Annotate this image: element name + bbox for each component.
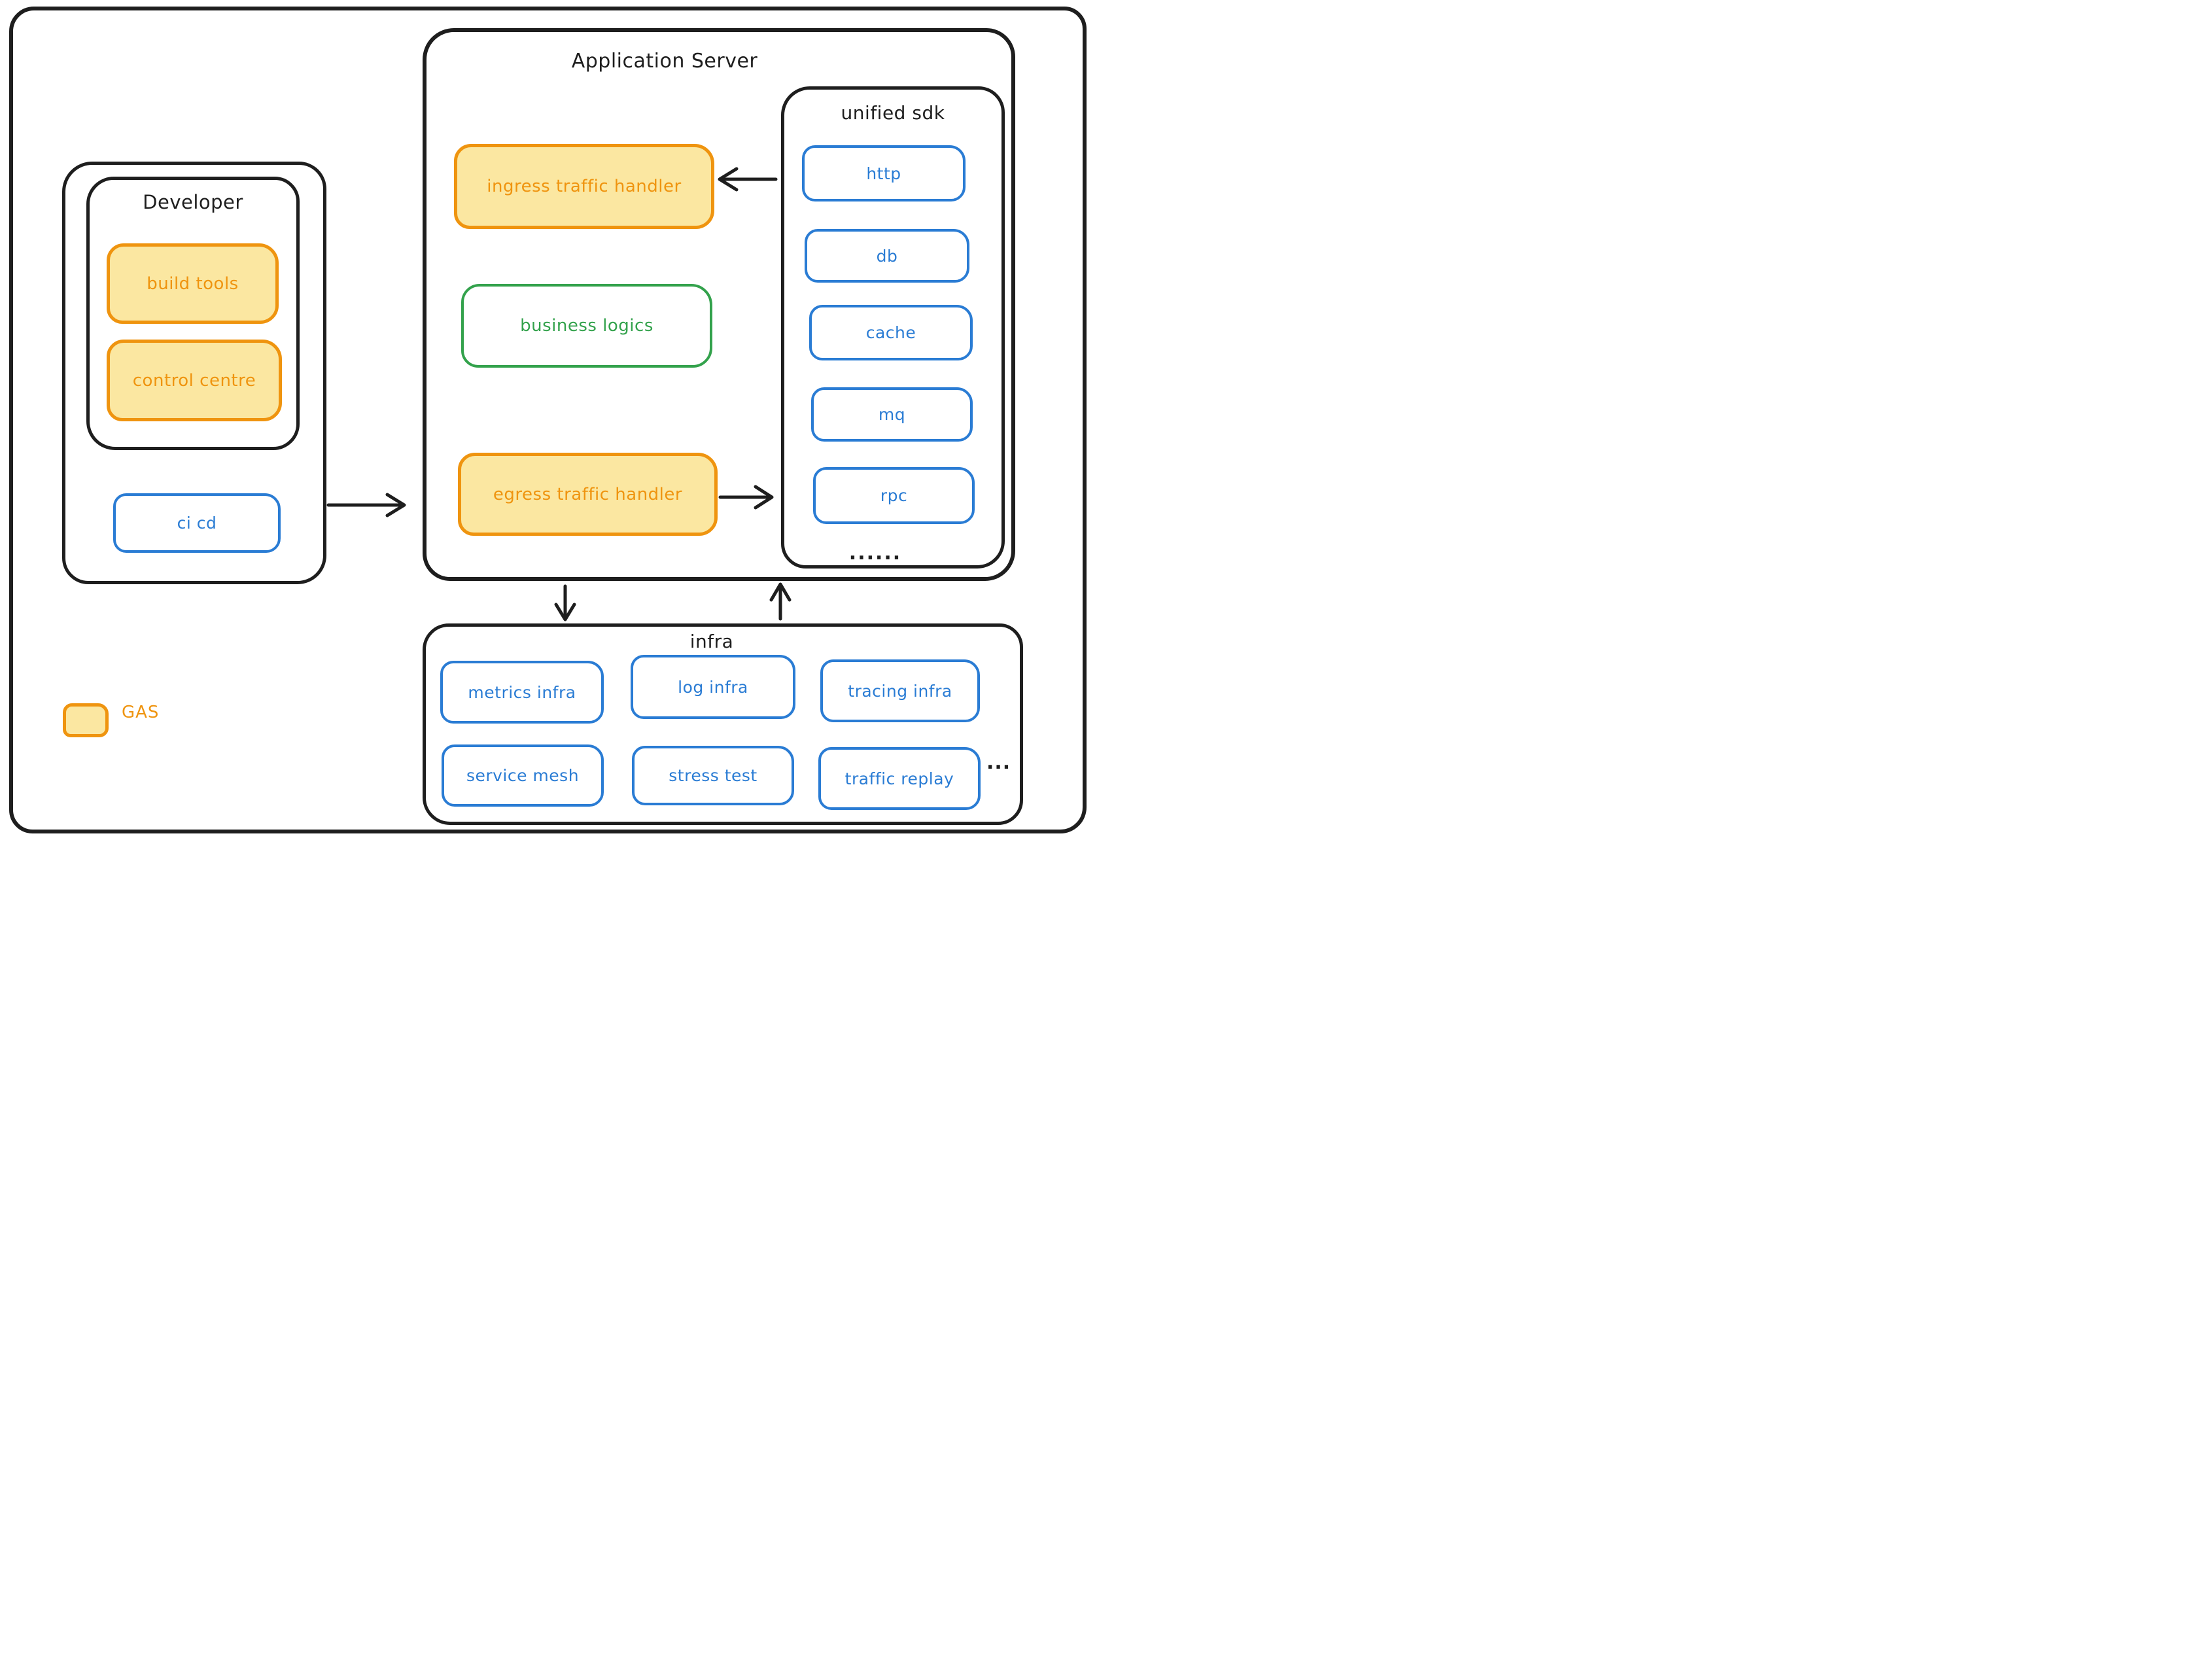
tracing-infra-box: tracing infra — [820, 659, 980, 722]
business-logics-label: business logics — [520, 316, 653, 336]
ingress-traffic-handler-label: ingress traffic handler — [487, 177, 682, 196]
control-centre-label: control centre — [132, 370, 256, 391]
build-tools-box: build tools — [107, 243, 279, 324]
developer-inner-box — [86, 177, 300, 450]
metrics-infra-label: metrics infra — [468, 682, 576, 702]
business-logics-box: business logics — [461, 284, 712, 368]
traffic-replay-box: traffic replay — [818, 747, 981, 810]
stress-test-label: stress test — [669, 766, 757, 785]
sdk-cache-box: cache — [809, 305, 973, 360]
ingress-traffic-handler-box: ingress traffic handler — [454, 144, 714, 229]
build-tools-label: build tools — [147, 273, 239, 294]
sdk-http-box: http — [802, 145, 966, 201]
sdk-db-label: db — [876, 246, 898, 266]
egress-traffic-handler-box: egress traffic handler — [458, 453, 718, 536]
sdk-rpc-box: rpc — [813, 467, 975, 524]
traffic-replay-label: traffic replay — [845, 769, 954, 788]
outer-frame — [9, 7, 1087, 833]
sdk-mq-box: mq — [811, 387, 973, 442]
tracing-infra-label: tracing infra — [848, 681, 952, 701]
sdk-ellipsis: ...... — [848, 542, 902, 565]
legend-gas-swatch — [63, 703, 109, 737]
infra-title: infra — [689, 631, 734, 652]
developer-outer-box — [62, 162, 326, 584]
service-mesh-box: service mesh — [442, 744, 604, 807]
service-mesh-label: service mesh — [466, 766, 580, 785]
ci-cd-label: ci cd — [177, 514, 217, 533]
ci-cd-box: ci cd — [113, 493, 281, 553]
app-server-box — [423, 28, 1015, 581]
control-centre-box: control centre — [107, 340, 282, 421]
sdk-mq-label: mq — [878, 405, 906, 424]
sdk-rpc-label: rpc — [880, 486, 908, 505]
developer-title: Developer — [143, 191, 243, 213]
log-infra-box: log infra — [631, 655, 795, 719]
sdk-db-box: db — [805, 229, 969, 283]
unified-sdk-box — [781, 86, 1005, 569]
stress-test-box: stress test — [632, 746, 794, 805]
legend-gas-label: GAS — [122, 703, 160, 722]
metrics-infra-box: metrics infra — [440, 661, 604, 724]
sdk-http-label: http — [866, 164, 901, 183]
architecture-diagram: Developer build tools control centre ci … — [0, 0, 1097, 840]
infra-box — [423, 623, 1023, 825]
sdk-cache-label: cache — [865, 323, 916, 342]
unified-sdk-title: unified sdk — [841, 102, 945, 124]
egress-traffic-handler-label: egress traffic handler — [493, 484, 683, 504]
app-server-title: Application Server — [571, 50, 758, 73]
infra-ellipsis: ... — [986, 751, 1011, 774]
log-infra-label: log infra — [678, 677, 748, 697]
